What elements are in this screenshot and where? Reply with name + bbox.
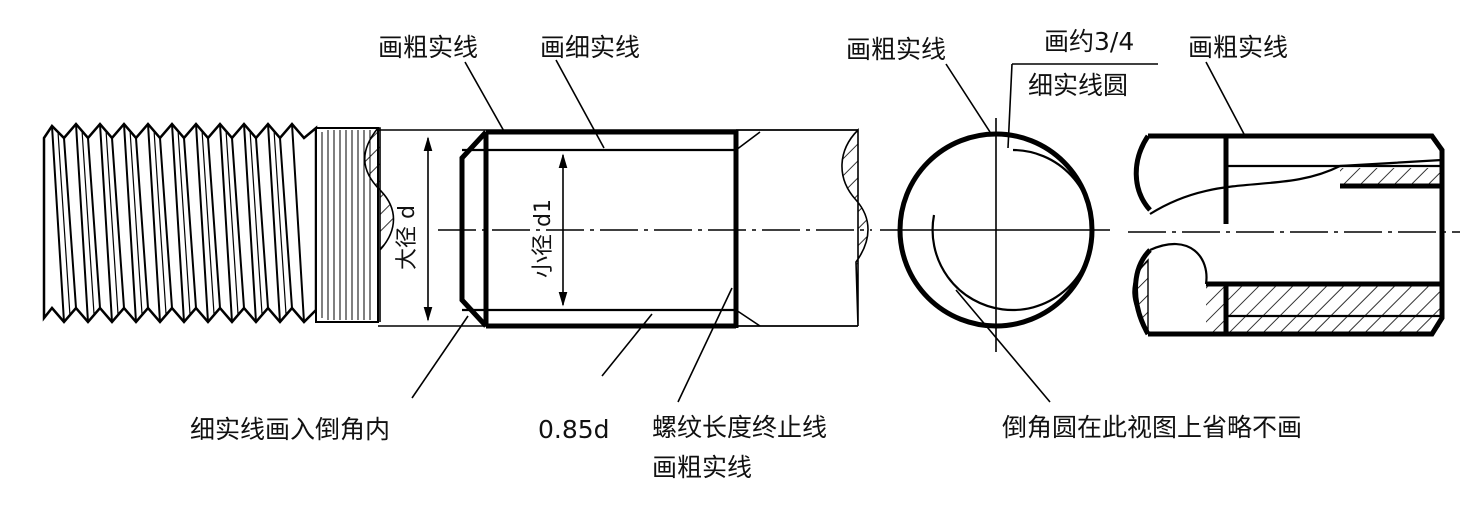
label-chamfer-note: 细实线画入倒角内 <box>190 415 390 444</box>
minor-diameter-label: 小径 d1 <box>531 199 556 278</box>
conventional-thread-view <box>378 128 869 329</box>
label-thick-line-1: 画粗实线 <box>378 33 478 62</box>
label-thread-end-1: 螺纹长度终止线 <box>652 413 827 442</box>
label-thread-end-2: 画粗实线 <box>652 453 752 482</box>
thread-crest-lines <box>51 123 305 323</box>
label-thick-line-2: 画粗实线 <box>846 35 946 64</box>
label-thick-line-3: 画粗实线 <box>1188 33 1288 62</box>
label-three-quarter-1: 画约3/4 <box>1044 27 1134 56</box>
inner-curve-top <box>1149 158 1443 215</box>
right-break-top <box>1133 134 1152 212</box>
label-three-quarter-2: 细实线圆 <box>1028 71 1128 100</box>
realistic-thread-view <box>42 122 379 324</box>
break-hatch-small <box>1132 258 1149 333</box>
bottom-hatch <box>1206 286 1440 332</box>
end-view <box>880 118 1110 352</box>
runout-slant <box>735 131 761 327</box>
runout-fine-lines <box>321 130 371 320</box>
label-chamfer-circle-note: 倒角圆在此视图上省略不画 <box>1002 413 1302 442</box>
left-break-hatch <box>364 127 395 322</box>
middle-break-hatch <box>841 128 869 327</box>
three-quarter-thin-circle <box>931 148 1094 312</box>
top-hatch <box>1340 168 1440 186</box>
major-diameter-label: 大径 d <box>395 205 420 270</box>
inner-curve-bottom <box>1149 243 1208 285</box>
internal-thread-section <box>1128 133 1460 337</box>
label-thin-line: 画细实线 <box>540 33 640 62</box>
leader-lines <box>411 59 1245 403</box>
label-ratio: 0.85d <box>538 415 610 444</box>
internal-outline <box>1148 133 1445 337</box>
chamfer-end <box>459 130 488 328</box>
